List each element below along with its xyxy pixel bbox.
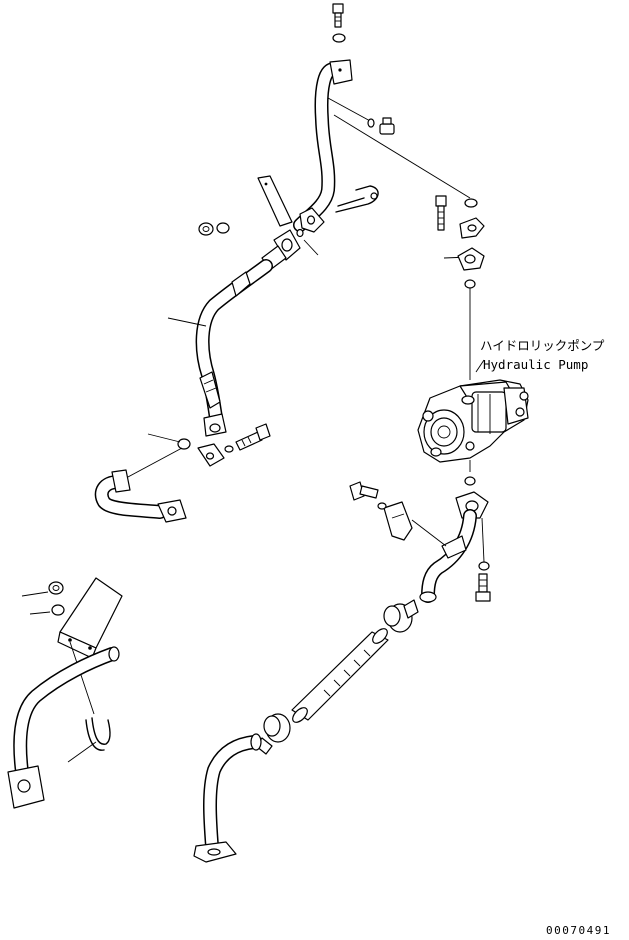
- washer: [216, 222, 230, 234]
- upper-bracket: [329, 59, 353, 85]
- leader-line: [481, 517, 485, 563]
- leader-line: [303, 239, 319, 256]
- split-flange-half: [197, 443, 225, 467]
- pump-callout-jp: ハイドロリックポンプ: [480, 338, 605, 353]
- high-pressure-hose: [195, 259, 273, 425]
- leader-line: [167, 317, 207, 327]
- upper-return-tube: [293, 62, 343, 232]
- washer: [377, 502, 387, 510]
- suction-elbow: [419, 509, 477, 603]
- mounting-bracket: [57, 577, 123, 659]
- flange-bolt: [435, 195, 447, 231]
- flange-bolt: [349, 481, 379, 501]
- leader-line: [475, 359, 485, 373]
- leader-line: [29, 611, 51, 615]
- hydraulic-pump: [417, 379, 529, 463]
- flange-bolt: [235, 423, 271, 451]
- suction-flange: [455, 491, 489, 519]
- top-bolt: [332, 3, 344, 28]
- suction-hose: [291, 628, 389, 723]
- leader-line: [125, 447, 183, 479]
- o-ring: [296, 228, 304, 238]
- leader-line: [333, 114, 471, 199]
- o-ring: [464, 198, 478, 208]
- leader-line: [69, 641, 95, 715]
- o-ring: [464, 279, 476, 289]
- nut: [48, 581, 64, 595]
- o-ring: [464, 476, 476, 486]
- suction-pipe-bottom-left: [7, 646, 120, 809]
- washer: [51, 604, 65, 616]
- top-washer: [332, 33, 346, 43]
- elbow-bracket: [383, 501, 413, 541]
- suction-pipe-left: [94, 469, 187, 523]
- lower-bolt: [475, 573, 491, 602]
- o-ring: [367, 118, 375, 128]
- hose-clamp: [255, 713, 291, 755]
- leader-line: [21, 591, 49, 597]
- split-flange: [457, 247, 485, 271]
- washer: [224, 445, 234, 453]
- pump-callout-en: Hydraulic Pump: [483, 357, 588, 372]
- split-flange: [459, 217, 485, 239]
- hose-flange: [299, 207, 325, 233]
- u-bolt: [335, 185, 379, 213]
- leader-line: [67, 741, 97, 763]
- drawing-number: 00070491: [546, 924, 611, 937]
- u-bolt: [85, 717, 111, 751]
- clamp-band: [441, 535, 467, 559]
- hose-lower-fitting: [203, 413, 227, 437]
- small-bolt: [379, 117, 395, 135]
- hose-clamp: [383, 599, 419, 633]
- o-ring: [177, 438, 191, 450]
- suction-pipe-lower: [193, 733, 262, 863]
- washer: [478, 561, 490, 571]
- leader-line: [327, 97, 373, 123]
- nut: [198, 222, 214, 236]
- leader-line: [411, 519, 447, 547]
- leader-line: [147, 433, 181, 443]
- tube-clamp: [257, 175, 293, 227]
